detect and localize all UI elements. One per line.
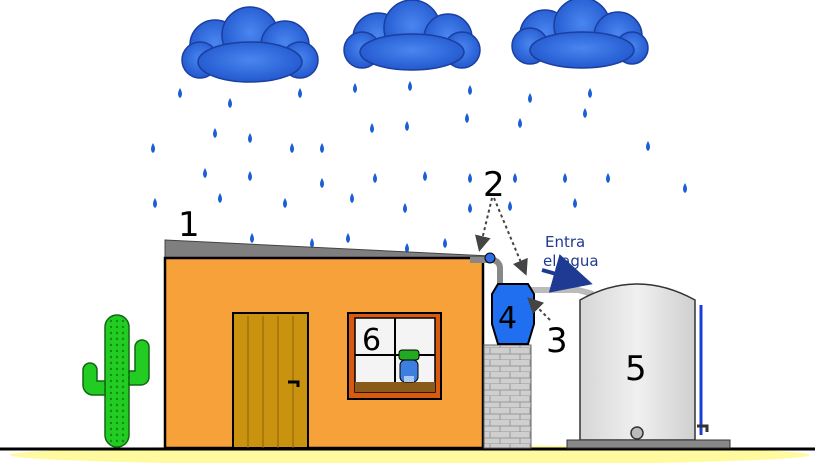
inflow-annotation-line2: el agua [543, 252, 599, 270]
label-pipes: 2 [483, 165, 505, 205]
window-sill [355, 382, 435, 392]
inflow-arrow [542, 270, 585, 282]
brick-base [484, 345, 531, 448]
raindrop [250, 233, 254, 243]
label-roof: 1 [178, 205, 200, 245]
raindrop [151, 143, 155, 153]
raindrop [203, 168, 207, 178]
label-filter-pipe: 3 [546, 321, 568, 361]
raindrop [403, 203, 407, 213]
raindrop [683, 183, 687, 193]
transfer-pipe [528, 290, 593, 294]
raindrop [513, 173, 517, 183]
raindrop [228, 98, 232, 108]
raindrop [346, 233, 350, 243]
raindrop [518, 118, 522, 128]
raindrop [468, 173, 472, 183]
raindrop [583, 108, 587, 118]
drain-valve[interactable] [631, 427, 643, 439]
raindrop [528, 93, 532, 103]
raindrop [320, 178, 324, 188]
water-dispenser-icon [399, 350, 419, 382]
raindrop [646, 141, 650, 151]
raindrop [298, 88, 302, 98]
raindrop [573, 198, 577, 208]
raindrop [353, 83, 357, 93]
raindrop [320, 143, 324, 153]
label-storage-tank: 5 [625, 349, 647, 389]
raindrop [310, 238, 314, 248]
raindrop [218, 193, 222, 203]
pointer-arrow-gutter [480, 198, 492, 248]
raindrop [468, 203, 472, 213]
inflow-annotation-line1: Entra [545, 233, 585, 251]
raindrop [405, 121, 409, 131]
raindrop [465, 113, 469, 123]
raindrop [508, 201, 512, 211]
cloud-right [512, 0, 648, 68]
raindrop [370, 123, 374, 133]
storage-tank-base [567, 440, 730, 448]
raindrop [408, 81, 412, 91]
raindrop [290, 143, 294, 153]
raindrop [283, 198, 287, 208]
raindrop [213, 128, 217, 138]
raindrop [606, 173, 610, 183]
raindrop [248, 171, 252, 181]
label-water-dispenser: 6 [362, 323, 381, 358]
raindrop [373, 173, 377, 183]
cloud-middle [344, 0, 480, 70]
raindrop [350, 193, 354, 203]
raindrop [248, 133, 252, 143]
label-first-flush-tank: 4 [498, 301, 517, 336]
raindrops [151, 81, 687, 253]
raindrop [423, 171, 427, 181]
raindrop [153, 198, 157, 208]
cactus [83, 315, 149, 447]
raindrop [588, 88, 592, 98]
gutter-cap [485, 253, 495, 263]
raindrop [443, 238, 447, 248]
raindrop [563, 173, 567, 183]
raindrop [178, 88, 182, 98]
cloud-left [182, 7, 318, 82]
raindrop [468, 85, 472, 95]
